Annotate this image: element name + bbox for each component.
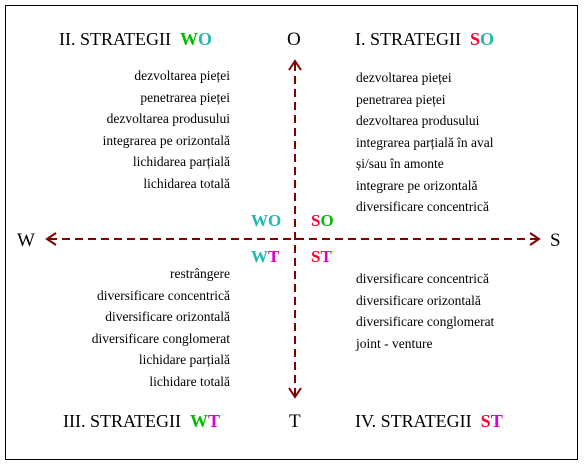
list-item: dezvoltarea produsului: [356, 113, 480, 128]
list-item: penetrarea pieței: [140, 89, 230, 105]
heading-q4-letter-1: S: [480, 411, 491, 431]
strategy-list-wo: dezvoltarea pieței penetrarea pieței dez…: [103, 65, 230, 194]
code-st-letter-2: T: [320, 247, 332, 266]
list-item: integrarea parțială în aval: [356, 134, 494, 150]
heading-q2-label: II. STRATEGII: [59, 29, 171, 49]
heading-q3-letter-1: W: [189, 411, 208, 431]
diagram-frame: [5, 5, 578, 460]
code-so-letter-1: S: [311, 211, 321, 230]
list-item: diversificare concentrică: [96, 287, 230, 303]
arrowhead-up-icon: [288, 59, 302, 71]
code-wt-letter-1: W: [251, 247, 268, 266]
heading-q4: IV. STRATEGII ST: [355, 411, 503, 432]
code-wo-letter-2: O: [268, 211, 282, 230]
list-item: lichidarea parțială: [132, 154, 230, 169]
heading-q2: II. STRATEGII WO: [59, 29, 212, 50]
heading-q3-letter-2: T: [207, 411, 220, 431]
list-item: restrângere: [170, 266, 230, 281]
heading-q2-letter-1: W: [179, 29, 198, 49]
list-item: joint - venture: [356, 335, 433, 351]
list-item: integrarea pe orizontală: [102, 132, 230, 148]
list-item: dezvoltarea pieței: [134, 68, 230, 83]
heading-q3: III. STRATEGII WT: [63, 411, 220, 432]
arrowhead-down-icon: [288, 387, 302, 399]
list-item: diversificare concentrică: [356, 199, 490, 214]
list-item: diversificare conglomerat: [356, 314, 495, 329]
code-st: ST: [311, 247, 332, 267]
list-item: dezvoltarea pieței: [356, 70, 452, 85]
heading-q1-label: I. STRATEGII: [355, 29, 461, 49]
pole-left-label: W: [17, 230, 35, 251]
code-st-letter-1: S: [311, 247, 321, 266]
pole-right-label: S: [550, 230, 561, 251]
code-wo-letter-1: W: [251, 211, 268, 230]
code-so: SO: [311, 211, 334, 231]
code-wt: WT: [251, 247, 279, 267]
list-item: lichidarea totală: [143, 175, 230, 191]
strategy-list-so: dezvoltarea pieței penetrarea pieței dez…: [356, 67, 494, 218]
list-item: diversificare concentrică: [356, 271, 490, 286]
code-so-letter-2: O: [320, 211, 334, 230]
pole-top-label: O: [287, 29, 301, 50]
list-item: diversificare conglomerat: [91, 330, 230, 346]
heading-q1-letter-1: S: [470, 29, 481, 49]
list-item: diversificare orizontală: [356, 292, 481, 308]
heading-q4-letter-2: T: [490, 411, 503, 431]
heading-q1-letter-2: O: [480, 29, 495, 49]
list-item: dezvoltarea produsului: [106, 111, 230, 126]
pole-bottom-label: T: [289, 411, 301, 432]
list-item: și/sau în amonte: [356, 156, 444, 171]
arrowhead-right-icon: [529, 232, 541, 246]
code-wo: WO: [251, 211, 281, 231]
heading-q1: I. STRATEGII SO: [355, 29, 494, 50]
list-item: diversificare orizontală: [105, 309, 230, 324]
code-wt-letter-2: T: [268, 247, 280, 266]
heading-q4-label: IV. STRATEGII: [355, 411, 472, 431]
list-item: lichidare totală: [149, 373, 230, 389]
strategy-list-st: diversificare concentrică diversificare …: [356, 268, 494, 354]
list-item: lichidare parțială: [138, 352, 230, 367]
heading-q2-letter-2: O: [197, 29, 212, 49]
list-item: penetrarea pieței: [356, 91, 446, 107]
strategy-list-wt: restrângere diversificare concentrică di…: [92, 263, 230, 392]
arrowhead-left-icon: [45, 232, 57, 246]
list-item: integrare pe orizontală: [356, 177, 478, 193]
heading-q3-label: III. STRATEGII: [63, 411, 181, 431]
